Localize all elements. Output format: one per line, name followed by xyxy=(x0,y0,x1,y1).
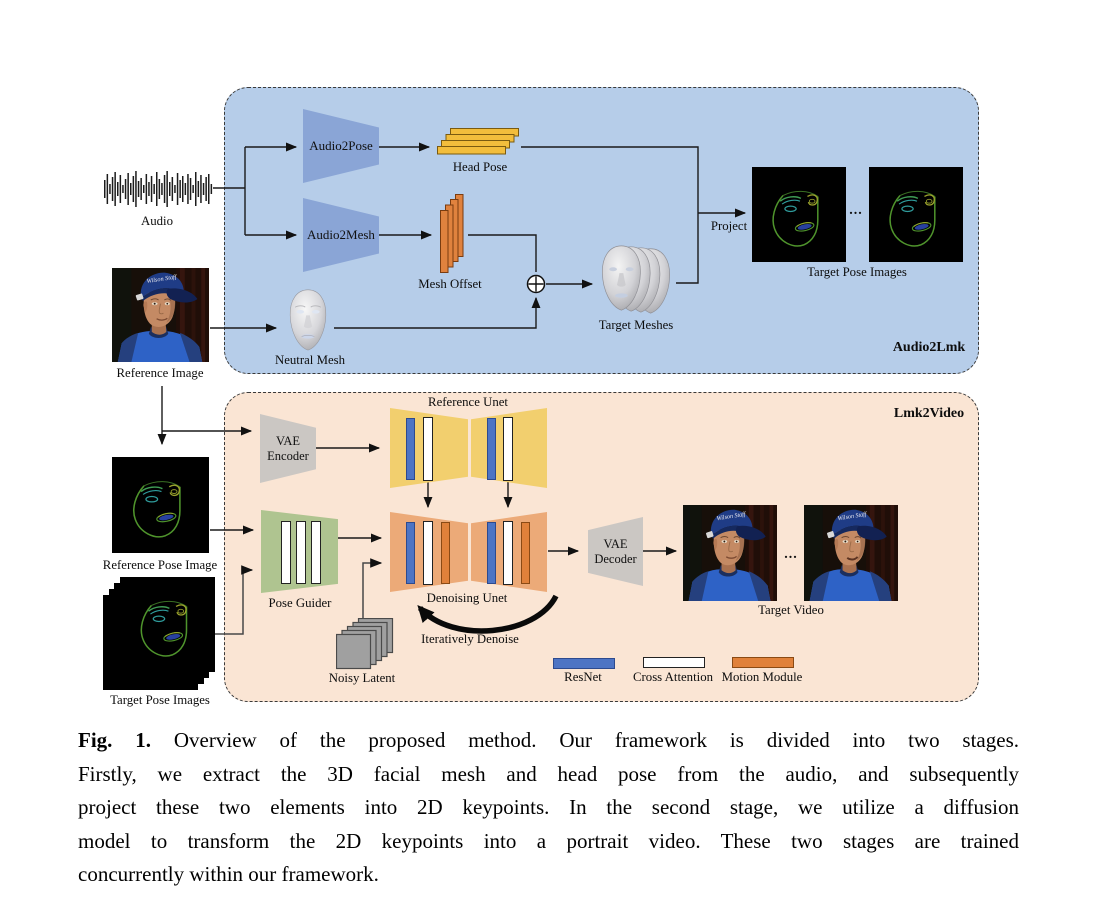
resnet-bar xyxy=(487,522,496,584)
target-pose-images-bottom-label: Target Pose Images xyxy=(110,693,210,707)
audio2pose-label: Audio2Pose xyxy=(309,137,373,153)
audio-waveform-icon xyxy=(104,171,213,207)
cross-attention-bar xyxy=(503,417,513,481)
motion-module-bar xyxy=(441,522,450,584)
vae-encoder-node: VAE Encoder xyxy=(260,414,316,483)
iteratively-denoise-label: Iteratively Denoise xyxy=(421,632,519,646)
pose-guider-bar xyxy=(296,521,306,584)
audio-label: Audio xyxy=(141,214,173,228)
noisy-latent-label: Noisy Latent xyxy=(328,671,396,685)
target-pose-image-2 xyxy=(869,167,963,262)
audio2lmk-title: Audio2Lmk xyxy=(892,340,966,355)
target-meshes-label: Target Meshes xyxy=(598,318,674,332)
cap-text: Wilson Staff xyxy=(716,510,747,522)
pose-guider-label: Pose Guider xyxy=(268,596,332,610)
cap-text: Wilson Staff xyxy=(146,273,178,285)
target-video-frame-2: Wilson Staff xyxy=(804,505,898,601)
reference-image: Wilson Staff xyxy=(112,268,209,362)
reference-unet-label: Reference Unet xyxy=(428,395,508,409)
cap-text: Wilson Staff xyxy=(837,510,868,522)
vae-decoder-label: VAE Decoder xyxy=(594,537,637,566)
neutral-mesh-label: Neutral Mesh xyxy=(274,353,346,367)
target-pose-image-1 xyxy=(752,167,846,262)
ellipsis-top: ... xyxy=(849,203,863,218)
reference-pose-image-label: Reference Pose Image xyxy=(102,558,218,572)
motion-module-bar xyxy=(521,522,530,584)
lmk2video-title: Lmk2Video xyxy=(893,406,965,421)
caption-line: model to transform the 2D keypoints into… xyxy=(78,828,1019,853)
denoising-unet-label: Denoising Unet xyxy=(426,591,508,605)
cross-attention-bar xyxy=(423,521,433,585)
caption-line: project these two elements into 2D keypo… xyxy=(78,795,1019,819)
mesh-offset-label: Mesh Offset xyxy=(418,277,482,291)
cross-attention-legend-swatch xyxy=(643,657,705,668)
pose-guider-bar xyxy=(281,521,291,584)
resnet-bar xyxy=(487,418,496,480)
resnet-bar xyxy=(406,418,415,480)
mesh-offset-stack xyxy=(440,194,464,273)
reference-pose-image xyxy=(112,457,209,553)
project-label: Project xyxy=(710,219,748,233)
motion-module-legend-swatch xyxy=(732,657,794,668)
cross-attention-bar xyxy=(423,417,433,481)
ellipsis-video: ... xyxy=(784,547,798,562)
motion-module-legend-label: Motion Module xyxy=(721,670,803,684)
pose-guider-bar xyxy=(311,521,321,584)
cross-attention-legend-label: Cross Attention xyxy=(633,670,713,684)
resnet-bar xyxy=(406,522,415,584)
vae-encoder-label: VAE Encoder xyxy=(267,434,309,463)
reference-image-label: Reference Image xyxy=(116,366,204,380)
figure-caption: Fig. 1. Overview of the proposed method.… xyxy=(78,724,1019,892)
audio2mesh-label: Audio2Mesh xyxy=(307,226,375,242)
vae-decoder-node: VAE Decoder xyxy=(588,517,643,586)
target-pose-images-stack xyxy=(120,577,215,672)
head-pose-stack xyxy=(437,128,519,155)
target-pose-images-top-label: Target Pose Images xyxy=(807,265,907,279)
caption-line: concurrently within our framework. xyxy=(78,862,379,886)
caption-line: Fig. 1. Overview of the proposed method.… xyxy=(78,728,1019,752)
caption-tag: Fig. 1. xyxy=(78,728,152,752)
noisy-latent-stack xyxy=(336,618,394,670)
caption-line: Firstly, we extract the 3D facial mesh a… xyxy=(78,761,1019,786)
target-meshes-image xyxy=(597,243,675,315)
target-video-frame-1: Wilson Staff xyxy=(683,505,777,601)
cross-attention-bar xyxy=(503,521,513,585)
resnet-legend-swatch xyxy=(553,658,615,669)
head-pose-label: Head Pose xyxy=(452,160,508,174)
target-video-label: Target Video xyxy=(758,603,824,617)
neutral-mesh-image xyxy=(284,288,332,352)
resnet-legend-label: ResNet xyxy=(564,670,602,684)
